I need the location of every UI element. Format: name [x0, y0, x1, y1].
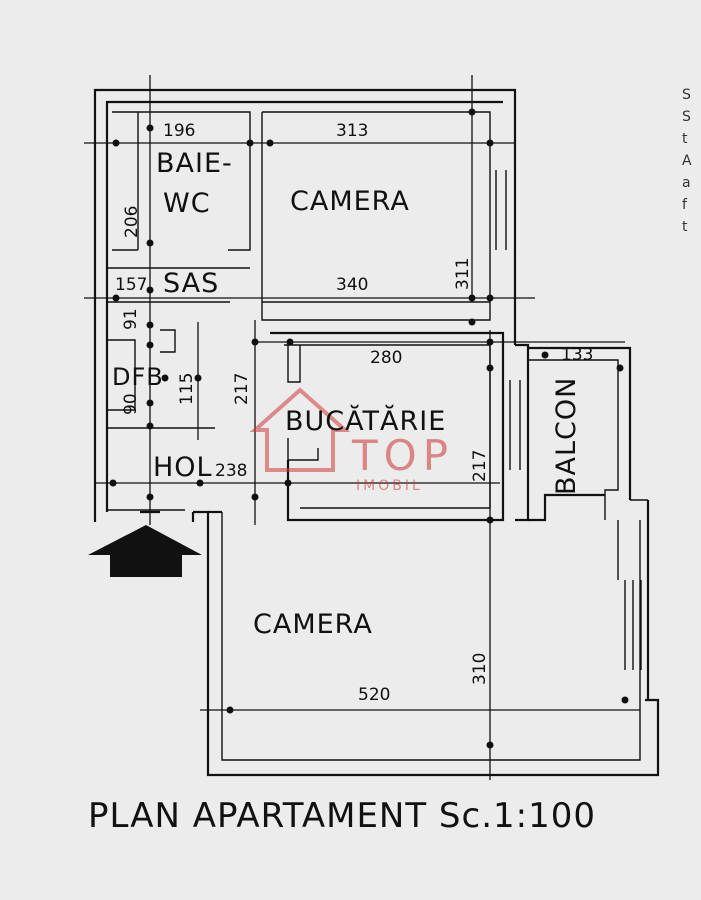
margin-line: A: [682, 153, 692, 169]
margin-line: S: [682, 109, 691, 125]
room-labels: BAIE- WC CAMERA SAS DFB BUCĂTĂRIE HOL BA…: [112, 148, 582, 640]
dim-133: 133: [561, 345, 593, 365]
margin-text-fragment: S S t A a f t: [682, 84, 701, 238]
margin-line: a: [682, 175, 691, 191]
margin-line: t: [682, 219, 688, 235]
dimension-labels: 196 313 206 157 340 311 91 280 133 90 11…: [115, 121, 593, 705]
dim-206: 206: [122, 206, 142, 238]
room-label-balcon: BALCON: [551, 377, 582, 495]
dim-115: 115: [177, 373, 197, 405]
margin-line: S: [682, 87, 691, 103]
room-label-bucatarie: BUCĂTĂRIE: [285, 404, 446, 437]
walls: [93, 88, 660, 777]
watermark-line1: TOP: [351, 431, 454, 480]
room-label-camera-top: CAMERA: [290, 186, 410, 217]
dim-90: 90: [121, 393, 141, 415]
dim-157: 157: [115, 275, 147, 295]
room-label-camera-bottom: CAMERA: [253, 609, 373, 640]
plan-title: PLAN APARTAMENT Sc.1:100: [88, 796, 597, 836]
dim-280: 280: [370, 348, 402, 368]
margin-line: f: [682, 197, 687, 213]
dim-217-left: 217: [232, 373, 252, 405]
room-label-baie: BAIE-: [156, 148, 233, 179]
dim-313: 313: [336, 121, 368, 141]
windows: [495, 170, 642, 670]
dim-311: 311: [453, 258, 473, 290]
dimension-lines: [84, 75, 640, 780]
margin-line: t: [682, 131, 688, 147]
room-label-hol: HOL: [153, 452, 213, 483]
entrance-arrow-icon: [88, 510, 202, 577]
dim-196: 196: [163, 121, 195, 141]
dim-310: 310: [470, 653, 490, 685]
dim-91: 91: [121, 308, 141, 330]
watermark-line2: IMOBIL: [356, 478, 423, 494]
dim-520: 520: [358, 685, 390, 705]
watermark-logo: TOP IMOBIL: [249, 387, 454, 494]
dim-340: 340: [336, 275, 368, 295]
dim-238: 238: [215, 461, 247, 481]
dimension-markers: [109, 108, 629, 749]
dim-217-right: 217: [470, 450, 490, 482]
room-label-sas: SAS: [163, 268, 219, 299]
room-label-dfb: DFB: [112, 363, 164, 391]
room-label-wc: WC: [163, 188, 211, 219]
